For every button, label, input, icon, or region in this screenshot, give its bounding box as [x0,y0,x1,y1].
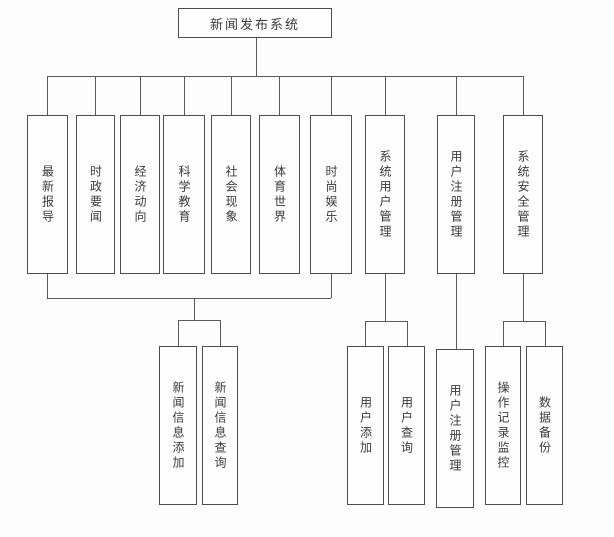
node-data-backup: 数据备份 [526,346,563,505]
connector-sysuser-hat-right [407,321,408,346]
node-label: 系统用户管理 [378,149,392,240]
connector-news-hat-left [178,320,179,346]
connector-security-hat-right [545,321,546,346]
connector-news-mid-drop [194,298,195,320]
node-label: 用户查询 [399,395,414,456]
connector-drop-3 [140,76,141,115]
connector-sysuser-hat [365,321,407,322]
node-user-query: 用户查询 [388,346,425,505]
connector-security-hat-left [503,321,504,346]
node-label: 用户注册管理 [448,383,462,474]
node-label: 时政要闻 [88,164,103,225]
node-fashion-entertainment: 时尚娱乐 [310,115,352,274]
connector-drop-9 [456,76,457,115]
connector-drop-7 [331,76,332,115]
connector-drop-1 [47,76,48,115]
connector-news-right-drop [331,274,332,298]
connector-news-left-drop [47,274,48,298]
node-label: 用户注册管理 [449,149,463,240]
node-news-info-add: 新闻信息添加 [159,346,197,505]
node-system-user-management: 系统用户管理 [365,115,405,274]
node-latest-reports: 最新报导 [27,115,68,274]
connector-drop-8 [385,76,386,115]
node-economic-trends: 经济动向 [120,115,160,274]
node-news-publish-system: 新闻发布系统 [178,8,332,38]
node-science-education: 科学教育 [163,115,205,274]
node-label: 数据备份 [537,395,552,456]
node-label: 系统安全管理 [516,149,530,240]
connector-news-hat [178,320,220,321]
connector-drop-10 [523,76,524,115]
connector-security-hat [503,321,545,322]
node-operation-record-monitoring: 操作记录监控 [485,346,521,505]
node-political-news: 时政要闻 [76,115,115,274]
node-user-registration-management: 用户注册管理 [437,115,475,274]
node-sports-world: 体育世界 [259,115,300,274]
connector-drop-2 [95,76,96,115]
node-label: 体育世界 [272,164,287,225]
node-user-add: 用户添加 [347,346,384,505]
node-user-registration-management-child: 用户注册管理 [436,349,474,508]
connector-sysuser-hat-left [365,321,366,346]
node-label: 科学教育 [177,164,191,225]
node-label: 操作记录监控 [496,380,510,471]
node-system-security-management: 系统安全管理 [503,115,543,274]
node-label: 新闻信息查询 [213,380,227,471]
node-label: 经济动向 [133,164,147,225]
node-label: 最新报导 [40,164,55,225]
node-news-info-query: 新闻信息查询 [202,346,238,505]
connector-news-rail [47,298,331,299]
node-label: 新闻信息添加 [171,380,185,471]
connector-bus [47,76,523,77]
connector-sysuser-drop [385,274,386,321]
connector-drop-4 [184,76,185,115]
node-label: 时尚娱乐 [324,164,338,225]
connector-security-drop [523,274,524,321]
node-label: 社会现象 [224,164,238,225]
connector-title-drop [256,38,257,76]
connector-drop-6 [279,76,280,115]
root-node-label: 新闻发布系统 [209,16,300,32]
node-social-phenomena: 社会现象 [211,115,251,274]
node-label: 用户添加 [358,395,373,456]
connector-news-hat-right [220,320,221,346]
connector-registration-drop [456,274,457,349]
connector-drop-5 [231,76,232,115]
